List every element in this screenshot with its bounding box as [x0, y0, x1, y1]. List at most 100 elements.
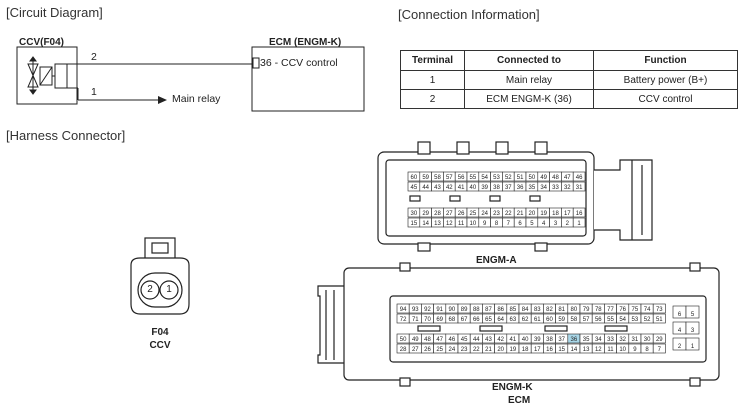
pin-cell [572, 217, 586, 228]
pin-cell [685, 337, 700, 351]
pin-cell [652, 313, 666, 324]
pin-label: 27 [446, 211, 453, 217]
pin-cell [572, 207, 586, 218]
pin-label: 3 [691, 328, 695, 334]
pin-label: 87 [485, 307, 492, 313]
pin-label: 43 [485, 337, 492, 343]
ecm-label: ECM [508, 395, 531, 406]
pin-label: 59 [558, 317, 565, 323]
pin-label: 20 [497, 347, 504, 353]
table-row: 2 ECM ENGM-K (36) CCV control [400, 89, 738, 109]
pin-label: 37 [505, 185, 512, 191]
pin-label: 74 [644, 307, 651, 313]
pin-label: 62 [522, 317, 529, 323]
pin-label: 23 [493, 211, 500, 217]
pin-label: 33 [552, 185, 559, 191]
pin-label: 53 [493, 175, 500, 181]
pin-label: 56 [458, 175, 465, 181]
connection-info-title: [Connection Information] [398, 7, 540, 22]
ccv-pin2-label: 2 [91, 51, 97, 63]
pin-label: 40 [522, 337, 529, 343]
pin-label: 30 [411, 211, 418, 217]
pin-label: 28 [400, 347, 407, 353]
pin-label: 24 [449, 347, 456, 353]
pin-label: 58 [434, 175, 441, 181]
pin-label: 28 [434, 211, 441, 217]
pin-label: 21 [517, 211, 524, 217]
pin-label: 55 [470, 175, 477, 181]
pin-label: 83 [534, 307, 541, 313]
pin-label: 36 [571, 337, 578, 343]
pin-label: 48 [552, 175, 559, 181]
pin-label: 77 [607, 307, 614, 313]
pin-label: 54 [481, 175, 488, 181]
main-relay-label: Main relay [172, 93, 221, 105]
ecm-terminal-icon [252, 57, 260, 69]
pin-label: 61 [534, 317, 541, 323]
pin-cell [685, 305, 700, 319]
pin-label: 27 [412, 347, 419, 353]
pin-label: 1 [691, 344, 695, 350]
ecm-component-label: ECM (ENGM-K) [269, 37, 342, 48]
pin-label: 22 [473, 347, 480, 353]
pin-label: 35 [583, 337, 590, 343]
pin-label: 30 [644, 337, 651, 343]
arrow-icon [158, 96, 167, 104]
pin-label: 79 [583, 307, 590, 313]
pin-label: 33 [607, 337, 614, 343]
harness-connector-title: [Harness Connector] [6, 128, 126, 143]
pin-label: 31 [576, 185, 583, 191]
pin-label: 13 [583, 347, 590, 353]
pin-label: 14 [571, 347, 578, 353]
pin-label: 10 [470, 221, 477, 227]
pin-label: 70 [424, 317, 431, 323]
pin-label: 85 [510, 307, 517, 313]
pin-label: 81 [558, 307, 565, 313]
pin-label: 29 [656, 337, 663, 343]
ccv-component-label: CCV(F04) [19, 37, 65, 48]
solenoid-valve-icon [27, 56, 68, 95]
cell-terminal: 2 [400, 89, 465, 109]
pin-label: 1 [577, 221, 581, 227]
pin-label: 8 [495, 221, 499, 227]
pin-label: 16 [576, 211, 583, 217]
pin-label: 32 [619, 337, 626, 343]
pin-label: 38 [493, 185, 500, 191]
pin-label: 78 [595, 307, 602, 313]
pin-label: 2 [566, 221, 570, 227]
pin-label: 49 [540, 175, 547, 181]
pin-label: 57 [446, 175, 453, 181]
pin-label: 6 [518, 221, 522, 227]
pin-label: 43 [434, 185, 441, 191]
pin-label: 11 [607, 347, 614, 353]
pin-label: 60 [546, 317, 553, 323]
pin-label: 3 [554, 221, 558, 227]
pin-label: 19 [540, 211, 547, 217]
pin-label: 9 [483, 221, 487, 227]
pin-label: 72 [400, 317, 407, 323]
pin-label: 92 [424, 307, 431, 313]
pin-label: 80 [571, 307, 578, 313]
cell-function: CCV control [593, 89, 738, 109]
pin-label: 69 [436, 317, 443, 323]
pin-label: 45 [411, 185, 418, 191]
pin-label: 50 [400, 337, 407, 343]
pin-label: 46 [576, 175, 583, 181]
pin-label: 7 [507, 221, 511, 227]
pin-label: 41 [458, 185, 465, 191]
pin-label: 29 [422, 211, 429, 217]
pin-label: 88 [473, 307, 480, 313]
pin-cell [652, 303, 666, 314]
ecm-component-box [251, 46, 365, 112]
pin-label: 37 [558, 337, 565, 343]
table-row: 1 Main relay Battery power (B+) [400, 70, 738, 90]
f04-name: F04 [151, 327, 169, 338]
f04-pin-1-label: 1 [166, 284, 172, 295]
pin-label: 39 [534, 337, 541, 343]
pin-label: 86 [497, 307, 504, 313]
pin-label: 64 [497, 317, 504, 323]
pin-label: 59 [422, 175, 429, 181]
pin-label: 35 [529, 185, 536, 191]
